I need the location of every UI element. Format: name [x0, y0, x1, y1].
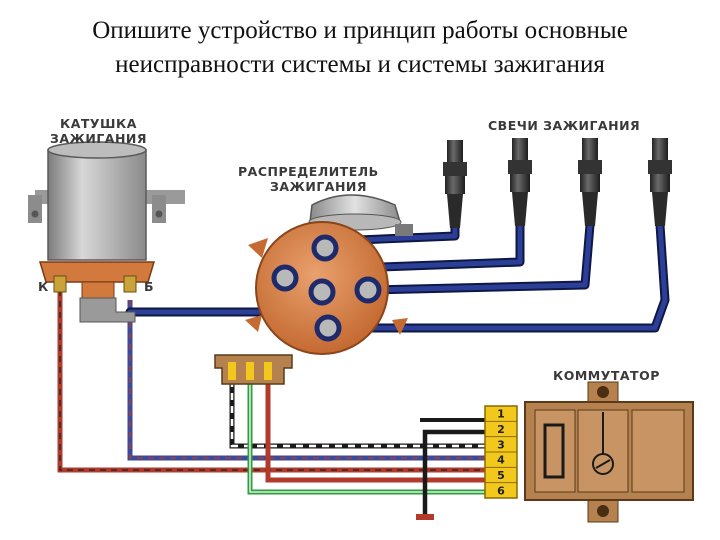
wire-pin2-to-ground	[422, 429, 490, 515]
ignition-distributor	[245, 194, 413, 355]
spark-plug-2	[508, 138, 532, 226]
hv-wire-plug-3	[365, 222, 593, 293]
label-coil-line1: КАТУШКА	[60, 116, 137, 131]
distributor-terminal-right	[354, 276, 382, 304]
label-coil-line2: ЗАЖИГАНИЯ	[50, 131, 147, 146]
commutator-pin-label: 1	[497, 408, 505, 421]
label-distributor-line1: РАСПРЕДЕЛИТЕЛЬ	[238, 164, 379, 179]
distributor-terminal-bottom	[314, 314, 342, 342]
ground-icon	[416, 514, 434, 520]
distributor-terminal-center	[308, 278, 336, 306]
terminal-b	[123, 275, 137, 293]
distributor-terminal-top	[311, 234, 339, 262]
ignition-coil	[28, 141, 185, 323]
sensor-connector	[214, 354, 293, 385]
hv-wire-plug-4	[327, 222, 668, 331]
slide-title: Опишите устройство и принцип работы осно…	[0, 14, 720, 82]
wire-sensor-to-pin3	[229, 380, 490, 449]
wire-sensor-to-pin6	[247, 382, 490, 495]
commutator-pin-label: 2	[497, 423, 505, 436]
low-voltage-wires	[57, 290, 490, 520]
spark-plugs	[443, 138, 672, 228]
label-terminal-b: Б	[144, 279, 154, 294]
commutator-pins: 1 2 3 4 5 6	[485, 405, 517, 497]
commutator-pin-label: 4	[497, 454, 505, 467]
high-voltage-wires	[125, 220, 670, 333]
title-line-1: Опишите устройство и принцип работы осно…	[92, 17, 628, 44]
spark-plug-3	[578, 138, 602, 226]
labels: КАТУШКА ЗАЖИГАНИЯ РАСПРЕДЕЛИТЕЛЬ ЗАЖИГАН…	[38, 116, 660, 383]
spark-plug-1	[443, 140, 467, 228]
title-line-2: неисправности системы и системы зажигани…	[115, 51, 605, 78]
terminal-k	[53, 275, 67, 293]
commutator-pin-label: 6	[497, 484, 505, 497]
spark-plug-4	[648, 138, 672, 226]
label-spark-plugs: СВЕЧИ ЗАЖИГАНИЯ	[488, 118, 640, 133]
commutator-pin-label: 5	[497, 469, 505, 482]
label-terminal-k: К	[38, 279, 49, 294]
label-commutator: КОММУТАТОР	[553, 368, 660, 383]
commutator-pin-label: 3	[497, 438, 505, 451]
wire-sensor-red	[265, 382, 490, 483]
distributor-terminal-left	[271, 264, 299, 292]
commutator: 1 2 3 4 5 6	[484, 381, 694, 523]
label-distributor-line2: ЗАЖИГАНИЯ	[270, 179, 367, 194]
